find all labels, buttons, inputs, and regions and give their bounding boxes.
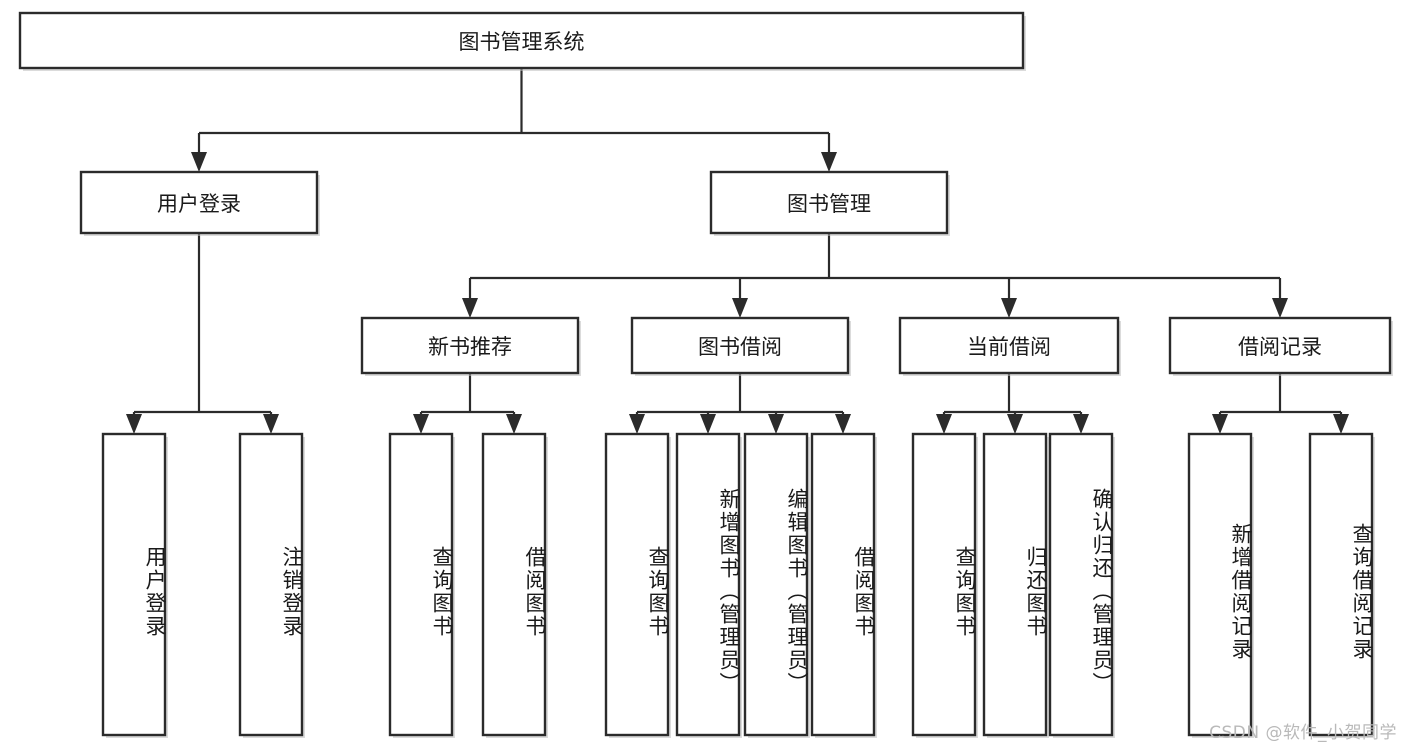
arrow-head: [126, 414, 142, 434]
arrow-head: [263, 414, 279, 434]
node-box-new-book-recommend[interactable]: [360, 316, 580, 375]
node-box-bb-borrow-book[interactable]: [810, 432, 876, 737]
arrow-head: [629, 414, 645, 434]
arrow-head: [835, 414, 851, 434]
arrow-head: [1212, 414, 1228, 434]
node-box-cb-confirm-return[interactable]: [1048, 432, 1114, 737]
arrow-head: [1272, 298, 1288, 318]
node-box-book-manage[interactable]: [709, 170, 949, 235]
node-box-user-login[interactable]: [79, 170, 319, 235]
connector-layer: [126, 68, 1349, 434]
box-layer: [18, 11, 1393, 738]
arrow-head: [700, 414, 716, 434]
node-box-root[interactable]: [18, 11, 1025, 70]
arrow-head: [1333, 414, 1349, 434]
node-box-bb-add-book[interactable]: [675, 432, 741, 737]
node-box-user-logout[interactable]: [238, 432, 304, 737]
arrow-head: [936, 414, 952, 434]
node-box-br-add-record[interactable]: [1187, 432, 1253, 737]
arrow-head: [191, 152, 207, 172]
node-box-nbr-borrow-book[interactable]: [481, 432, 547, 737]
arrow-head: [821, 152, 837, 172]
node-box-bb-edit-book[interactable]: [743, 432, 809, 737]
arrow-head: [462, 298, 478, 318]
node-box-user-login-do[interactable]: [101, 432, 167, 737]
node-box-cb-return-book[interactable]: [982, 432, 1048, 737]
node-box-book-borrow[interactable]: [630, 316, 850, 375]
arrow-head: [732, 298, 748, 318]
arrow-head: [768, 414, 784, 434]
arrow-head: [506, 414, 522, 434]
arrow-head: [1007, 414, 1023, 434]
node-box-cb-query-book[interactable]: [911, 432, 977, 737]
arrow-head: [413, 414, 429, 434]
node-box-bb-query-book[interactable]: [604, 432, 670, 737]
arrow-head: [1073, 414, 1089, 434]
node-box-borrow-record[interactable]: [1168, 316, 1392, 375]
watermark-text: CSDN @软件_小贺同学: [1209, 723, 1397, 743]
node-box-nbr-query-book[interactable]: [388, 432, 454, 737]
node-box-br-query-record[interactable]: [1308, 432, 1374, 737]
node-box-current-borrow[interactable]: [898, 316, 1120, 375]
arrow-head: [1001, 298, 1017, 318]
